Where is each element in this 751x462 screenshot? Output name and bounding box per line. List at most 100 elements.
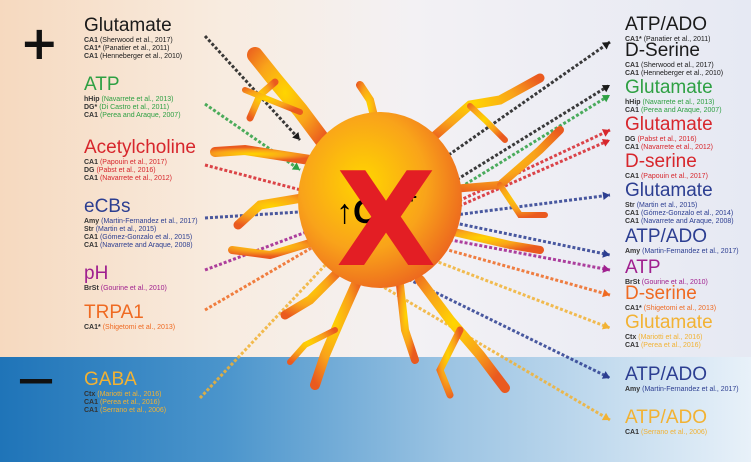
brain-region-label: CA1 [84, 159, 98, 166]
input-reference: CA1 (Perea et al., 2016) [84, 399, 166, 407]
citation-text: (Serrano et al., 2006) [641, 429, 707, 436]
brain-region-label: DG [84, 167, 95, 174]
citation-text: (Gourine et al., 2010) [101, 285, 167, 292]
brain-region-label: CA1 [84, 407, 98, 414]
output-item: GlutamateStr (Martin et al., 2015)CA1 (G… [625, 180, 734, 226]
brain-region-label: CA1 [625, 210, 639, 217]
brain-region-label: CA1 [84, 399, 98, 406]
citation-text: (Perea and Araque, 2007) [641, 107, 722, 114]
brain-region-label: Ctx [84, 391, 95, 398]
output-title: ATP [625, 257, 708, 279]
output-title: D-serine [625, 151, 708, 173]
output-title: ATP/ADO [625, 226, 739, 248]
brain-region-label: CA1* [84, 324, 101, 331]
brain-region-label: CA1* [84, 45, 101, 52]
citation-text: (Perea et al., 2016) [100, 399, 160, 406]
input-reference: CA1 (Navarrete and Araque, 2008) [84, 242, 198, 250]
citation-text: (Papouin et al., 2017) [641, 173, 708, 180]
citation-text: (Navarrete and Araque, 2008) [100, 242, 193, 249]
output-reference: Ctx (Mariotti et al., 2016) [625, 334, 713, 342]
citation-text: (Sherwood et al., 2017) [100, 37, 173, 44]
output-arrow [455, 192, 610, 215]
input-title: eCBs [84, 196, 198, 218]
output-reference: CA1 (Perea et al., 2016) [625, 342, 713, 350]
input-reference: DG* (Di Castro et al., 2011) [84, 104, 181, 112]
citation-text: (Perea et al., 2016) [641, 342, 701, 349]
citation-text: (Martin-Fernandez et al., 2017) [642, 248, 739, 255]
output-title: ATP/ADO [625, 364, 739, 386]
input-title: pH [84, 263, 167, 285]
citation-text: (Martin-Fernandez et al., 2017) [101, 218, 198, 225]
citation-text: (Pabst et al., 2016) [96, 167, 155, 174]
output-reference: Str (Martin et al., 2015) [625, 202, 734, 210]
brain-region-label: CA1 [625, 342, 639, 349]
citation-text: (Mariotti et al., 2016) [638, 334, 702, 341]
brain-region-label: CA1 [625, 218, 639, 225]
brain-region-label: DG* [84, 104, 97, 111]
input-reference: CA1 (Henneberger et al., 2010) [84, 53, 182, 61]
output-reference: hHip (Navarrete et al., 2013) [625, 99, 722, 107]
input-reference: BrSt (Gourine et al., 2010) [84, 285, 167, 293]
citation-text: (Navarrete and Araque, 2008) [641, 218, 734, 225]
output-reference: CA1 (Gómez-Gonzalo et al., 2014) [625, 210, 734, 218]
brain-region-label: CA1 [84, 242, 98, 249]
input-reference: CA1 (Navarrete et al., 2012) [84, 175, 196, 183]
output-title: ATP/ADO [625, 14, 711, 36]
brain-region-label: DG [625, 136, 636, 143]
citation-text: (Serrano et al., 2006) [100, 407, 166, 414]
input-reference: DG (Pabst et al., 2016) [84, 167, 196, 175]
brain-region-label: Amy [625, 248, 640, 255]
citation-text: (Henneberger et al., 2010) [100, 53, 182, 60]
citation-text: (Shigetomi et al., 2013) [644, 305, 716, 312]
brain-region-label: Amy [84, 218, 99, 225]
citation-text: (Henneberger et al., 2010) [641, 70, 723, 77]
brain-region-label: CA1* [625, 305, 642, 312]
brain-region-label: CA1 [625, 62, 639, 69]
input-reference: CA1 (Serrano et al., 2006) [84, 407, 166, 415]
citation-text: (Mariotti et al., 2016) [97, 391, 161, 398]
output-item: ATP/ADOAmy (Martin-Fernandez et al., 201… [625, 364, 739, 394]
output-title: D-Serine [625, 40, 723, 62]
brain-region-label: CA1 [84, 112, 98, 119]
input-reference: CA1 (Sherwood et al., 2017) [84, 37, 182, 45]
brain-region-label: hHip [84, 96, 100, 103]
brain-region-label: Str [84, 226, 94, 233]
output-title: ATP/ADO [625, 407, 707, 429]
brain-region-label: CA1 [84, 37, 98, 44]
output-title: Glutamate [625, 180, 734, 202]
citation-text: (Sherwood et al., 2017) [641, 62, 714, 69]
citation-text: (Navarrete et al., 2012) [100, 175, 172, 182]
input-reference: hHip (Navarrete et al., 2013) [84, 96, 181, 104]
input-title: GABA [84, 369, 166, 391]
brain-region-label: CA1 [625, 144, 639, 151]
brain-region-label: Ctx [625, 334, 636, 341]
brain-region-label: hHip [625, 99, 641, 106]
input-item: eCBsAmy (Martin-Fernandez et al., 2017)S… [84, 196, 198, 250]
output-title: D-serine [625, 283, 716, 305]
brain-region-label: CA1 [625, 173, 639, 180]
input-reference: Str (Martin et al., 2015) [84, 226, 198, 234]
input-reference: CA1 (Gómez-Gonzalo et al., 2015) [84, 234, 198, 242]
input-title: Acetylcholine [84, 137, 196, 159]
citation-text: (Navarrete et al., 2013) [643, 99, 715, 106]
brain-region-label: BrSt [84, 285, 99, 292]
output-reference: CA1 (Sherwood et al., 2017) [625, 62, 723, 70]
output-reference: CA1 (Serrano et al., 2006) [625, 429, 707, 437]
brain-region-label: CA1 [84, 234, 98, 241]
output-title: Glutamate [625, 114, 713, 136]
input-item: AcetylcholineCA1 (Papouin et al., 2017)D… [84, 137, 196, 183]
blocked-x-mark: X [336, 155, 436, 285]
input-arrow [200, 260, 330, 398]
brain-region-label: CA1 [84, 175, 98, 182]
